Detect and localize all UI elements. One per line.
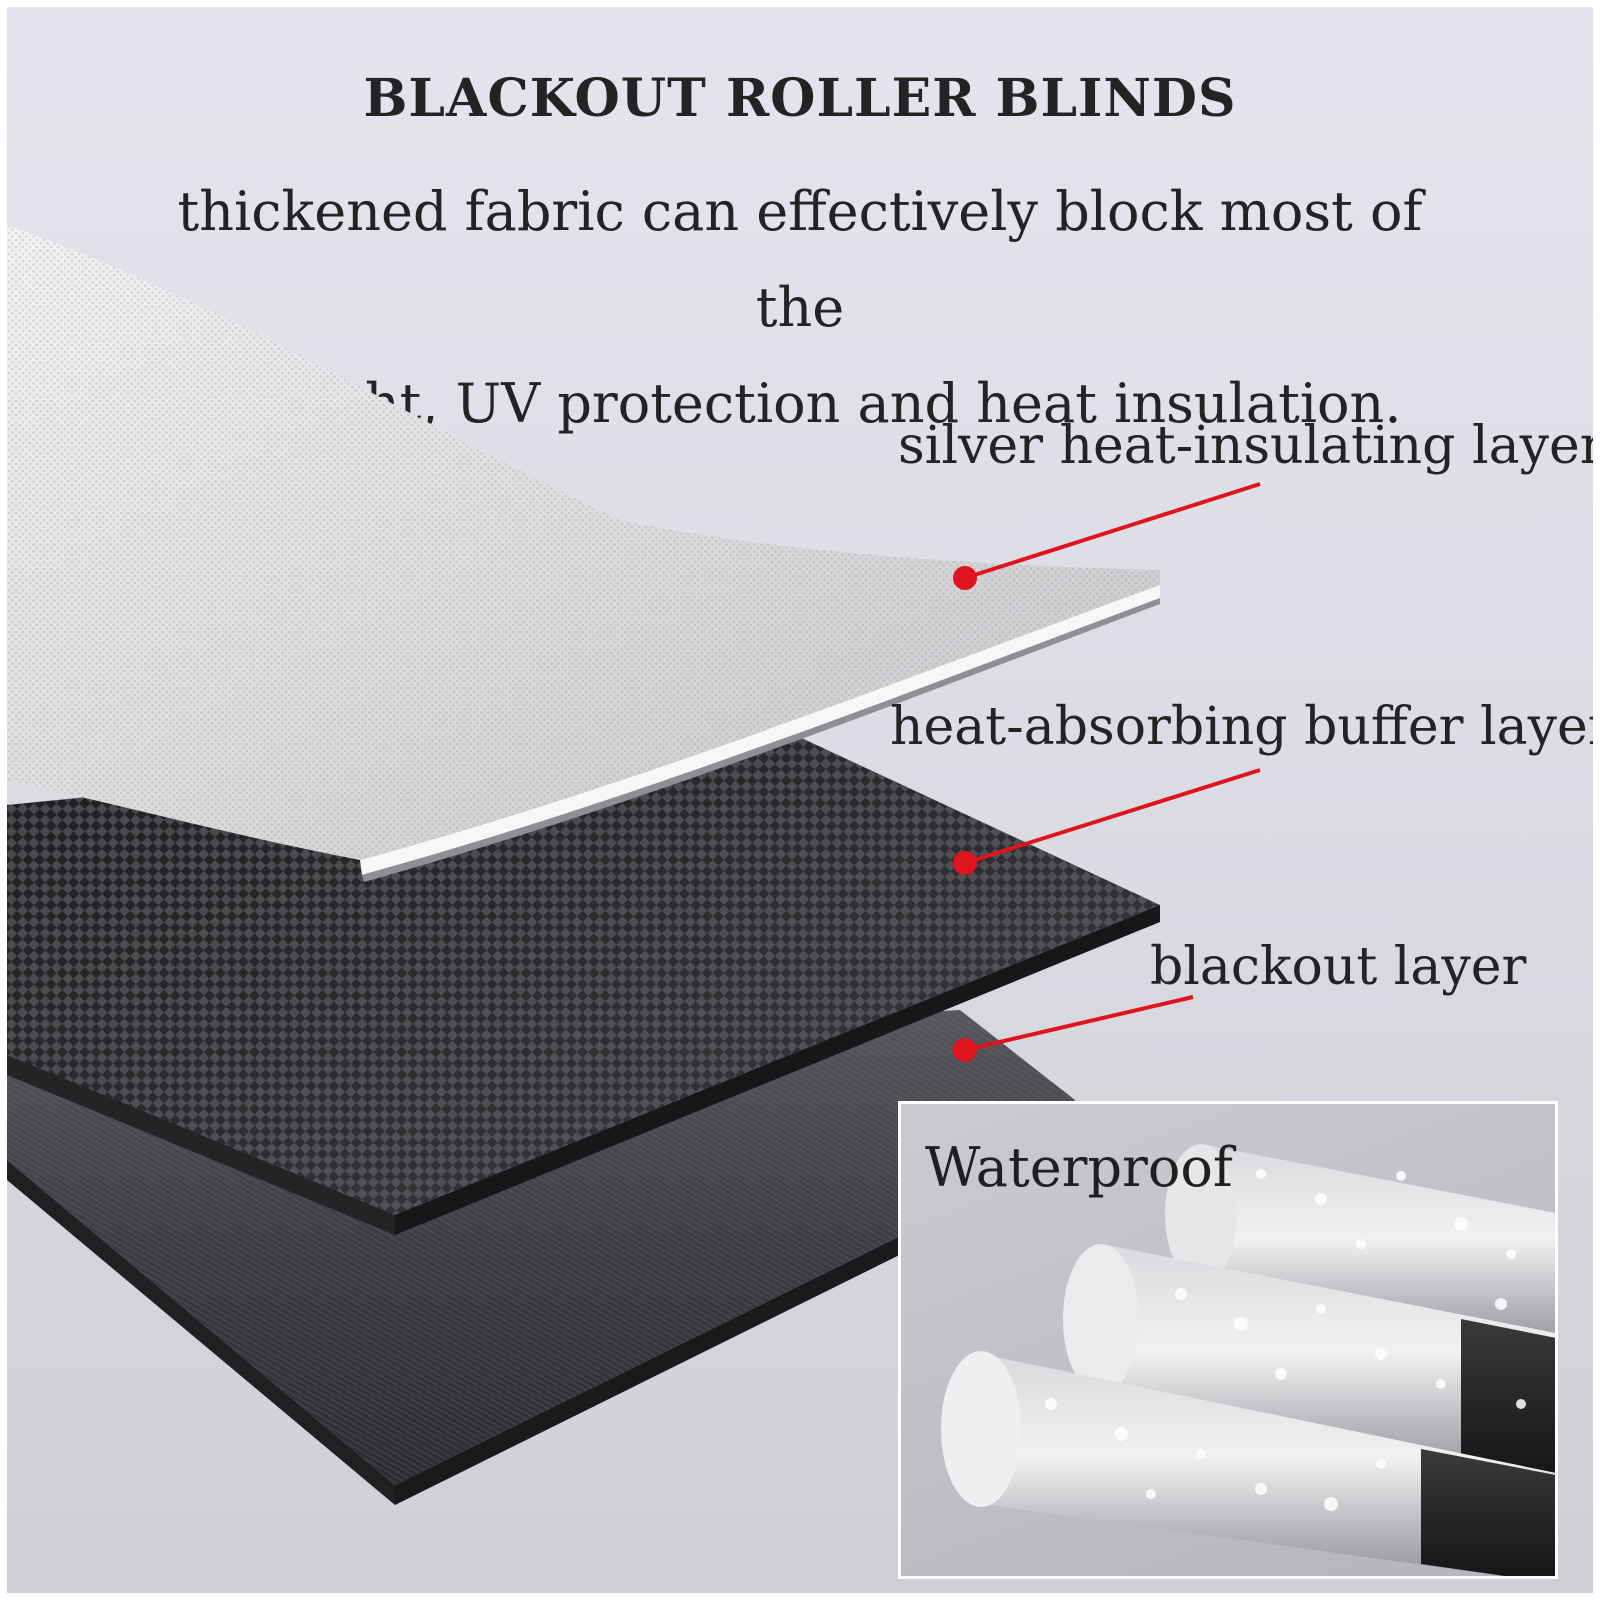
pointer-blackout	[953, 995, 1194, 1062]
waterproof-inset: Waterproof	[898, 1101, 1558, 1579]
label-buffer-layer: heat-absorbing buffer layer	[890, 697, 1600, 757]
water-droplets	[1045, 1169, 1526, 1511]
pointer-silver	[953, 482, 1261, 590]
roll-middle	[1063, 1244, 1555, 1483]
label-blackout-layer: blackout layer	[1150, 937, 1527, 997]
roll-front	[941, 1351, 1555, 1576]
waterproof-label: Waterproof	[925, 1136, 1233, 1199]
waterproof-rolls-illustration	[941, 1144, 1555, 1576]
pointer-buffer	[953, 768, 1261, 875]
page-title: BLACKOUT ROLLER BLINDS	[363, 68, 1237, 129]
buffer-layer	[7, 728, 1160, 1235]
silver-layer	[7, 225, 1160, 882]
label-silver-layer: silver heat-insulating layer	[898, 416, 1600, 476]
subtitle-line-1: thickened fabric can effectively block m…	[177, 180, 1423, 339]
